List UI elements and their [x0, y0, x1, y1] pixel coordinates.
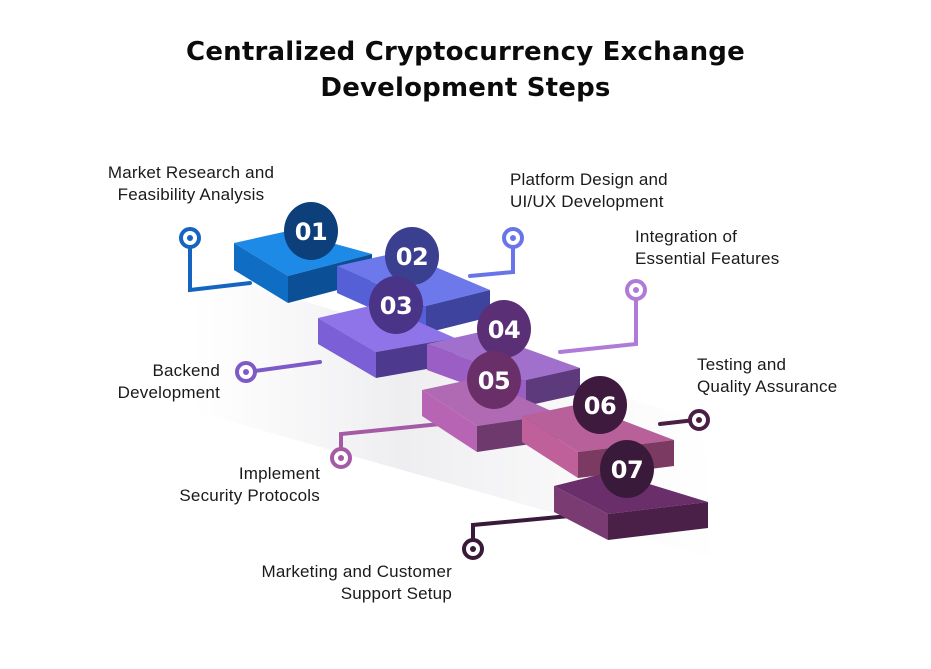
page-title: Centralized Cryptocurrency Exchange Deve…: [0, 34, 931, 106]
step-number-07: 07: [611, 456, 643, 484]
step-badge-07: 07: [600, 440, 654, 498]
step-label-02-line2: UI/UX Development: [510, 192, 664, 211]
connector-07: [462, 513, 582, 560]
step-label-01-line2: Feasibility Analysis: [117, 185, 265, 204]
step-label-06: Testing and Quality Assurance: [697, 354, 897, 398]
step-label-01: Market Research and Feasibility Analysis: [86, 162, 296, 206]
step-label-07: Marketing and Customer Support Setup: [190, 561, 452, 605]
step-badge-05: 05: [467, 351, 521, 409]
step-number-03: 03: [380, 292, 412, 320]
step-label-07-line2: Support Setup: [340, 584, 452, 603]
title-line-2: Development Steps: [320, 73, 611, 103]
connector-06: [658, 409, 710, 431]
step-number-02: 02: [396, 243, 428, 271]
step-label-03: Backend Development: [60, 360, 220, 404]
step-label-04-line2: Essential Features: [635, 249, 780, 268]
step-label-04-line1: Integration of: [635, 227, 738, 246]
step-badge-04: 04: [477, 300, 531, 358]
step-label-04: Integration of Essential Features: [635, 226, 835, 270]
step-number-05: 05: [478, 367, 510, 395]
step-label-03-line1: Backend: [152, 361, 220, 380]
step-badge-02: 02: [385, 227, 439, 285]
connector-02: [468, 227, 524, 278]
step-number-06: 06: [584, 392, 616, 420]
step-label-06-line1: Testing and: [697, 355, 787, 374]
step-badge-01: 01: [284, 202, 338, 260]
step-label-07-line1: Marketing and Customer: [261, 562, 452, 581]
step-number-04: 04: [488, 316, 520, 344]
step-label-03-line2: Development: [117, 383, 220, 402]
step-badge-03: 03: [369, 276, 423, 334]
step-label-01-line1: Market Research and: [107, 163, 275, 182]
step-number-01: 01: [295, 218, 327, 246]
step-label-05-line1: Implement: [238, 464, 320, 483]
step-badge-06: 06: [573, 376, 627, 434]
connector-03: [235, 360, 322, 383]
connector-05: [330, 422, 442, 469]
step-label-02-line1: Platform Design and: [510, 170, 668, 189]
step-label-02: Platform Design and UI/UX Development: [510, 169, 730, 213]
step-label-05: Implement Security Protocols: [120, 463, 320, 507]
step-label-06-line2: Quality Assurance: [697, 377, 838, 396]
title-line-1: Centralized Cryptocurrency Exchange: [186, 37, 745, 67]
step-label-05-line2: Security Protocols: [179, 486, 320, 505]
connector-01: [179, 227, 252, 293]
connector-04: [558, 279, 647, 354]
